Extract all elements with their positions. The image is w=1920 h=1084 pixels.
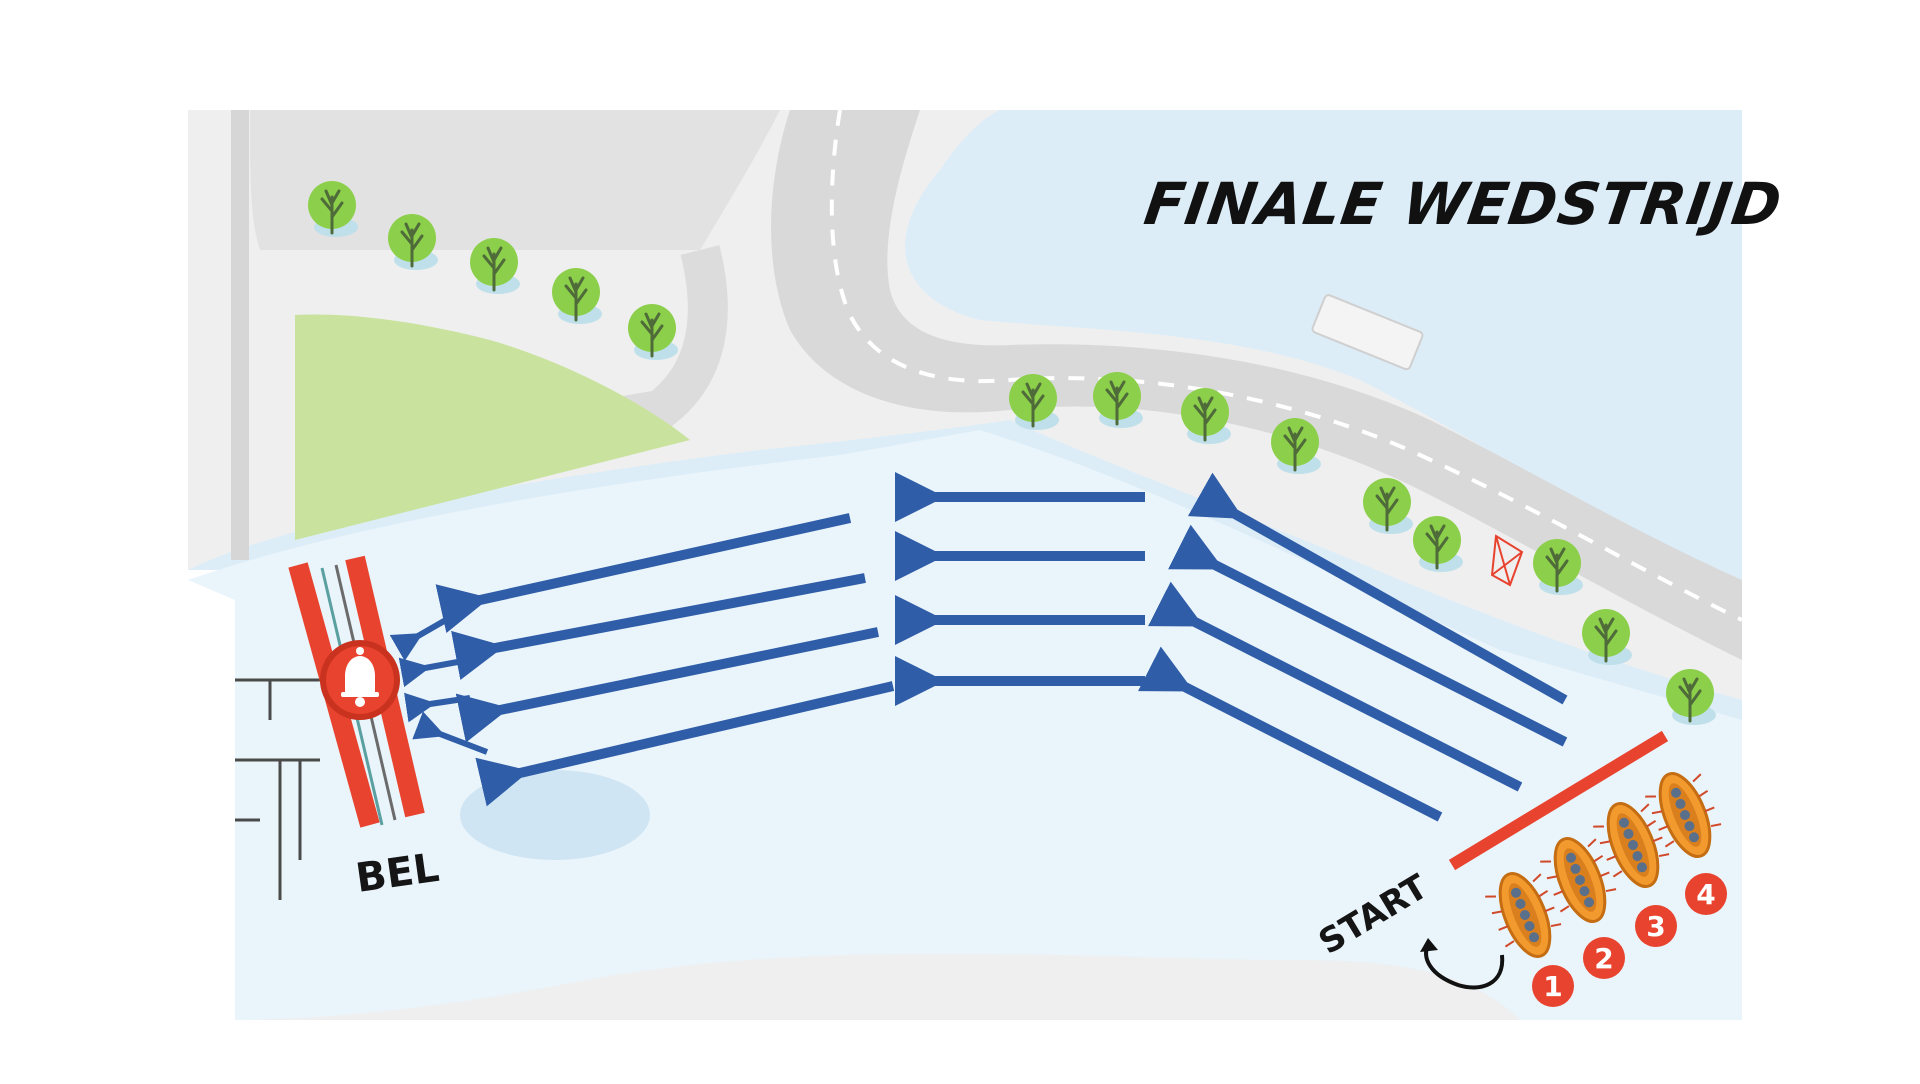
svg-text:2: 2 xyxy=(1594,942,1613,975)
course-arrow xyxy=(475,681,895,807)
finish-label: BEL xyxy=(353,845,442,902)
course-arrows xyxy=(389,472,1568,822)
bell-icon xyxy=(320,640,400,720)
lane-badge: 1 xyxy=(1532,965,1574,1007)
road-network xyxy=(231,109,1743,660)
course-arrow xyxy=(1168,524,1568,747)
curved-arrow-icon xyxy=(1420,938,1505,990)
course-arrow xyxy=(451,573,866,680)
lane-badge: 4 xyxy=(1685,873,1727,915)
course-arrow xyxy=(435,513,852,634)
svg-text:1: 1 xyxy=(1543,970,1562,1003)
lane-badges: 1 2 3 4 xyxy=(1532,873,1727,1007)
course-arrow xyxy=(404,692,471,723)
grass-field xyxy=(295,314,690,540)
course-arrow xyxy=(1187,472,1568,705)
start-line xyxy=(1448,730,1669,871)
svg-text:4: 4 xyxy=(1696,878,1715,911)
course-arrow xyxy=(412,711,489,755)
lane-badge: 3 xyxy=(1635,905,1677,947)
course-arrow xyxy=(1148,581,1523,792)
course-arrow xyxy=(398,657,464,688)
course-arrow xyxy=(389,610,460,661)
page-title: FINALE WEDSTRIJD xyxy=(1140,170,1787,238)
course-arrow xyxy=(455,627,880,743)
lane-badge: 2 xyxy=(1583,937,1625,979)
course-arrow xyxy=(1138,646,1443,822)
svg-text:3: 3 xyxy=(1646,910,1665,943)
buoy-marker xyxy=(1490,534,1524,587)
